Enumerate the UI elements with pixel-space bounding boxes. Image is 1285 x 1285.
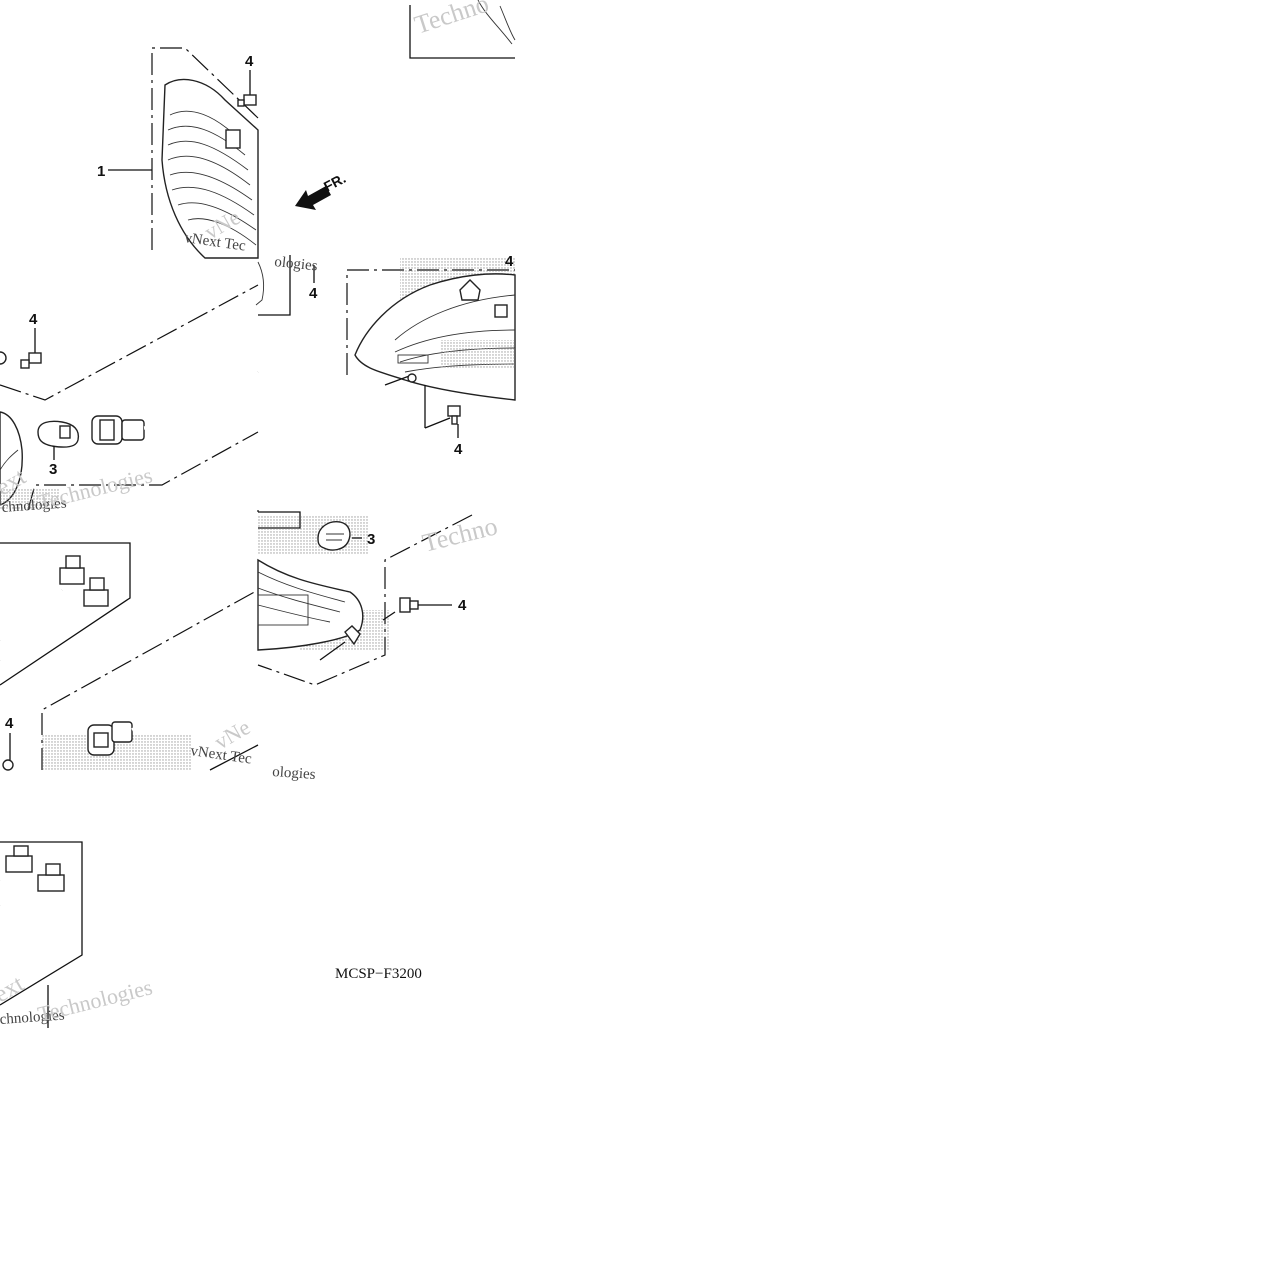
- callout-4: 4: [505, 253, 514, 270]
- screw-icon: [237, 70, 257, 107]
- panel-tail-lens: 3 4 Techno: [257, 510, 500, 686]
- panel-bulb-socket: 4 ologies 4 3 ext chnologies Techno: [0, 254, 319, 516]
- front-direction-arrow: FR.: [295, 170, 348, 210]
- bulb-part-3: [37, 420, 80, 448]
- arrow-icon: [295, 186, 331, 210]
- watermark-text: ologies: [274, 254, 319, 274]
- screw-icon: [20, 328, 42, 369]
- callout-4: 4: [454, 441, 463, 458]
- watermark-text: ext: [0, 971, 29, 1008]
- socket-part: [87, 721, 133, 756]
- callout-4: 4: [245, 53, 254, 70]
- panel-top-right-fragment: Techno: [409, 0, 516, 59]
- watermark-text: Techno: [411, 0, 492, 40]
- screw-icon: [447, 405, 461, 438]
- callout-3: 3: [367, 531, 375, 548]
- callout-4: 4: [5, 715, 14, 732]
- connector-part: [59, 555, 109, 607]
- bulb-part-3: [317, 521, 351, 551]
- callout-4: 4: [458, 597, 467, 614]
- callout-4: 4: [29, 311, 38, 328]
- lens-part-1: [161, 78, 259, 259]
- screw-icon: [382, 597, 452, 621]
- callout-3: 3: [49, 461, 57, 478]
- callout-1: 1: [97, 163, 105, 180]
- drawing-code: MCSP−F3200: [335, 966, 422, 982]
- watermark-text: Technologies: [35, 974, 155, 1027]
- watermark-text: chnologies: [0, 1007, 65, 1028]
- watermark-text: chnologies: [1, 495, 67, 516]
- connector-part: [5, 845, 65, 892]
- watermark-text: Techno: [419, 511, 500, 558]
- callout-4: 4: [309, 285, 318, 302]
- panel-connector: ext chnologies Technologies: [0, 841, 155, 1028]
- socket-part: [91, 415, 145, 445]
- panel-headlight-lens: 1 4 vNe vNext Tec: [97, 47, 259, 259]
- watermark-text: ologies: [272, 764, 317, 783]
- panel-turn-signal: 4 4: [346, 253, 516, 458]
